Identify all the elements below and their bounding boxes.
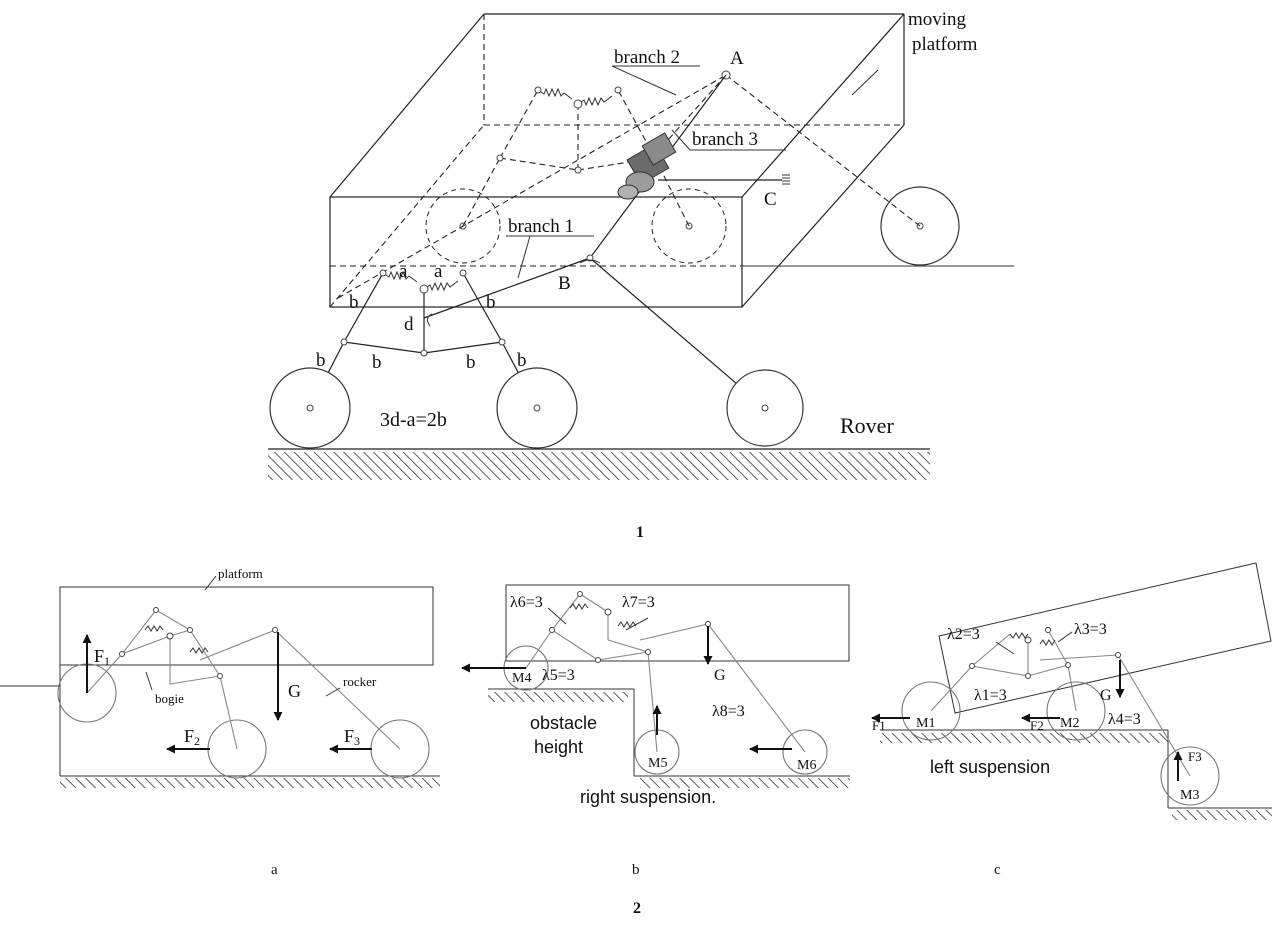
M6-label-2b: M6 (797, 758, 816, 773)
figure-2b-right-suspension: λ6=3 λ7=3 λ5=3 λ8=3 M4 M5 M6 G obstacle … (461, 584, 850, 878)
moving-platform-label-line1: moving (908, 9, 967, 30)
F1-label-2a: F1 (94, 646, 110, 668)
M5-label-2b: M5 (648, 756, 667, 771)
branch-2-label: branch 2 (614, 47, 680, 68)
obstacle-label-line1: obstacle (530, 713, 597, 733)
moving-platform-box (329, 13, 1014, 308)
caption-c: c (994, 862, 1001, 878)
right-suspension-label: right suspension. (580, 787, 716, 807)
lambda1-label-2c: λ1=3 (974, 687, 1007, 704)
point-A-label: A (730, 48, 744, 69)
equation-label: 3d-a=2b (380, 409, 447, 431)
moving-platform-label-line2: platform (912, 34, 978, 55)
G-label-2c: G (1100, 687, 1112, 704)
caption-a: a (271, 862, 278, 878)
branch-3-label: branch 3 (692, 129, 758, 150)
rocker-label-2a: rocker (343, 674, 377, 689)
joint-B (586, 254, 594, 262)
lambda7-label-2b: λ7=3 (622, 594, 655, 611)
G-label-2a: G (288, 681, 301, 701)
b-label-3: b (316, 350, 326, 371)
point-B-label: B (558, 273, 571, 294)
a-left-label: a (399, 261, 408, 282)
M2-label-2c: M2 (1060, 716, 1079, 731)
figure-2a-flat-ground: platform bogie rocker F1 G F2 F3 a (0, 566, 440, 878)
rover-label: Rover (840, 413, 894, 438)
branch-1-link (423, 257, 591, 319)
lambda2-label-2c: λ2=3 (947, 626, 980, 643)
F3-label-2c: F3 (1188, 749, 1202, 764)
caption-b: b (632, 862, 640, 878)
rear-suspension-dashed (337, 70, 960, 299)
M1-label-2c: M1 (916, 716, 935, 731)
lambda8-label-2b: λ8=3 (712, 703, 745, 720)
left-suspension-label: left suspension (930, 757, 1050, 777)
F1-label-2c: F1 (872, 718, 886, 733)
platform-2a (59, 586, 434, 666)
obstacle-label-line2: height (534, 737, 583, 757)
lambda6-label-2b: λ6=3 (510, 594, 543, 611)
branch-1-label: branch 1 (508, 216, 574, 237)
branch-3-gear-motor (589, 74, 790, 259)
rear-wheel-1 (425, 188, 501, 264)
a-right-label: a (434, 261, 443, 282)
point-C-label: C (764, 189, 777, 210)
bogie-label-2a: bogie (155, 691, 184, 706)
lambda5-label-2b: λ5=3 (542, 667, 575, 684)
b-label-2: b (486, 292, 496, 313)
branch2-leader (611, 65, 677, 96)
front-suspension (269, 254, 804, 449)
M3-label-2c: M3 (1180, 788, 1199, 803)
rear-wheel-2 (651, 188, 727, 264)
b-label-1: b (349, 292, 359, 313)
M4-label-2b: M4 (512, 671, 531, 686)
figure-1-rover-mechanism: moving platform branch 2 A branch 3 C br… (268, 9, 1014, 541)
G-label-2b: G (714, 667, 726, 684)
d-label: d (404, 314, 414, 335)
figure-1-number: 1 (636, 524, 644, 541)
F2-label-2a: F2 (184, 726, 200, 748)
F2-label-2c: F2 (1030, 718, 1044, 733)
lambda3-label-2c: λ3=3 (1074, 621, 1107, 638)
b-label-5: b (466, 352, 476, 373)
lambda4-label-2c: λ4=3 (1108, 711, 1141, 728)
figure-2-number: 2 (633, 900, 641, 917)
b-label-6: b (517, 350, 527, 371)
ground-hatch (268, 452, 930, 480)
b-label-4: b (372, 352, 382, 373)
figure-2c-left-suspension: λ2=3 λ3=3 λ1=3 λ4=3 F1 M1 F2 M2 G F3 M3 … (871, 562, 1272, 878)
F3-label-2a: F3 (344, 726, 360, 748)
platform-2b (505, 584, 850, 662)
platform-2c (938, 562, 1272, 714)
platform-label-2a: platform (218, 566, 263, 581)
